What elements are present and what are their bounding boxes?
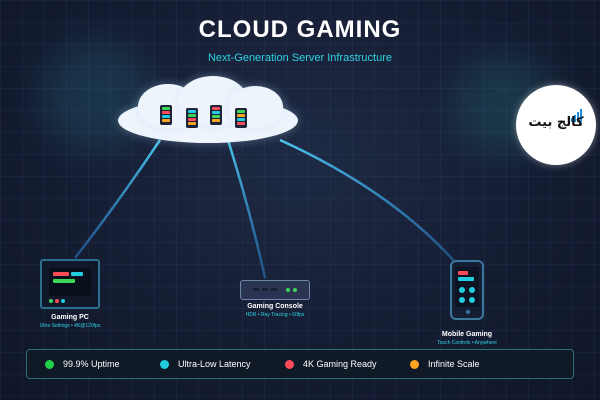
stat-label: 4K Gaming Ready: [303, 359, 377, 369]
latency-dot-icon: [160, 359, 169, 369]
stat-label: Ultra-Low Latency: [178, 359, 251, 369]
device-name-pc: Gaming PC: [51, 314, 89, 321]
server-icon: [235, 108, 247, 128]
signal-bars-icon: [571, 109, 582, 122]
stat-scale: Infinite Scale: [410, 350, 480, 378]
stats-bar: 99.9% Uptime Ultra-Low Latency 4K Gaming…: [26, 349, 574, 379]
stat-latency: Ultra-Low Latency: [160, 350, 251, 378]
device-name-console: Gaming Console: [247, 303, 303, 310]
uptime-dot-icon: [45, 359, 54, 369]
scale-dot-icon: [410, 359, 419, 369]
server-icon: [186, 108, 198, 128]
link-to-console: [226, 139, 267, 279]
gaming-console-icon: [240, 280, 310, 300]
device-details-pc: Ultra Settings • 4K@120fps: [39, 323, 101, 329]
device-name-mobile: Mobile Gaming: [441, 331, 493, 338]
stat-uptime: 99.9% Uptime: [45, 350, 120, 378]
watermark-text: کالج بیت: [528, 115, 584, 130]
4k-dot-icon: [285, 359, 294, 369]
link-to-mobile: [279, 138, 456, 263]
page-title: CLOUD GAMING: [198, 16, 402, 43]
server-icon: [210, 105, 222, 125]
page-subtitle: Next-Generation Server Infrastructure: [207, 52, 393, 64]
device-details-mobile: Touch Controls • Anywhere: [437, 340, 497, 346]
stat-label: 99.9% Uptime: [63, 359, 120, 369]
gaming-pc-icon: [40, 259, 100, 309]
cloud-icon: [118, 76, 298, 146]
stat-label: Infinite Scale: [428, 359, 480, 369]
mobile-phone-icon: [450, 260, 484, 320]
watermark-logo: کالج بیت: [516, 85, 596, 165]
device-details-console: HDR • Ray Tracing • 60fps: [245, 312, 305, 318]
stat-4k: 4K Gaming Ready: [285, 350, 377, 378]
server-icon: [160, 105, 172, 125]
link-to-pc: [74, 139, 162, 259]
